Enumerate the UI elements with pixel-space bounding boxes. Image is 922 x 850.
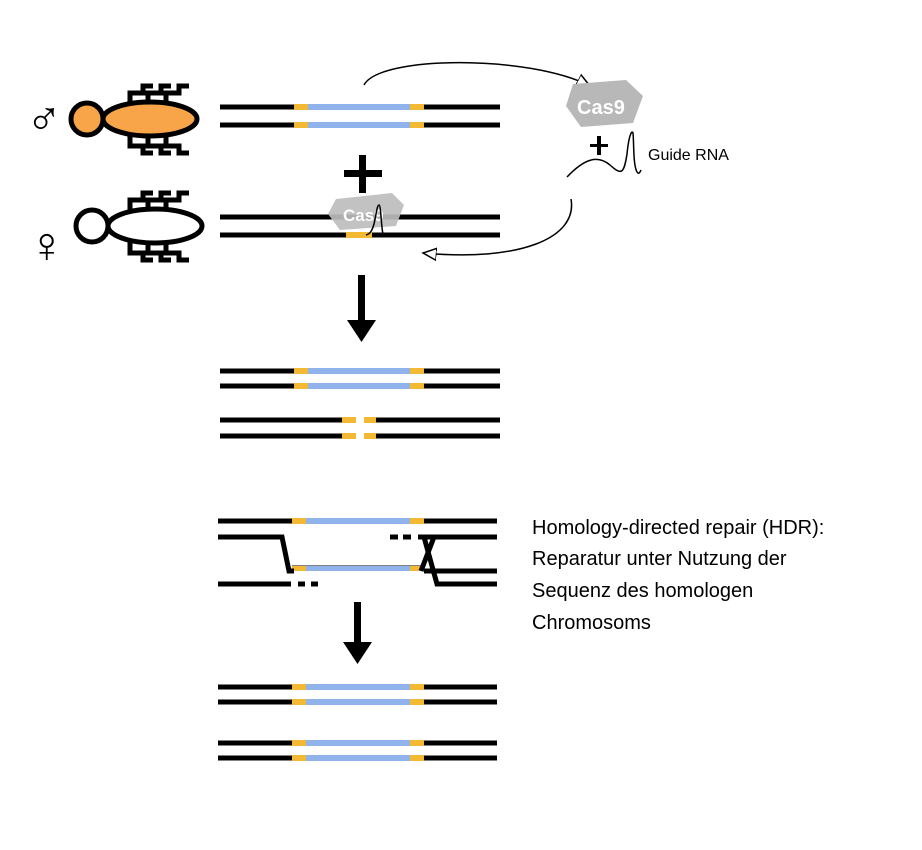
arrow-to-cas9 — [363, 61, 590, 86]
male-chromosome-pair — [220, 104, 500, 128]
down-arrow-1 — [347, 275, 376, 342]
hdr-line-3: Sequenz des homologen — [532, 580, 753, 602]
cas9-bound-icon: Cas9 — [328, 193, 404, 236]
hdr-broken-strands — [218, 534, 497, 587]
male-symbol: ♂ — [26, 93, 62, 146]
cas9-protein-icon: Cas9 — [566, 80, 643, 127]
hdr-line-1: Homology-directed repair (HDR): — [532, 517, 824, 539]
hdr-line-2: Reparatur unter Nutzung der — [532, 548, 787, 570]
male-mosquito-icon — [68, 83, 200, 156]
hdr-template-chromosome — [218, 518, 497, 571]
guide-rna-icon — [566, 131, 642, 178]
arrow-from-cas9 — [423, 198, 573, 255]
cas9-label: Cas9 — [577, 97, 625, 119]
female-mosquito-icon — [73, 190, 205, 263]
cas9-bound-label: Cas9 — [343, 206, 384, 225]
cut-stage-chromosome-with-insert — [220, 368, 500, 389]
cut-stage-broken-chromosome — [220, 417, 500, 439]
result-chromosome-2 — [218, 740, 497, 761]
down-arrow-2 — [343, 602, 372, 664]
guide-rna-label: Guide RNA — [648, 147, 729, 164]
hdr-description: Homology-directed repair (HDR): Reparatu… — [532, 517, 824, 634]
result-chromosome-1 — [218, 684, 497, 705]
female-symbol: ♀ — [28, 217, 66, 273]
plus-sign-cas9-guide — [590, 136, 608, 155]
plus-sign-parents — [344, 155, 382, 193]
hdr-line-4: Chromosoms — [532, 612, 651, 634]
